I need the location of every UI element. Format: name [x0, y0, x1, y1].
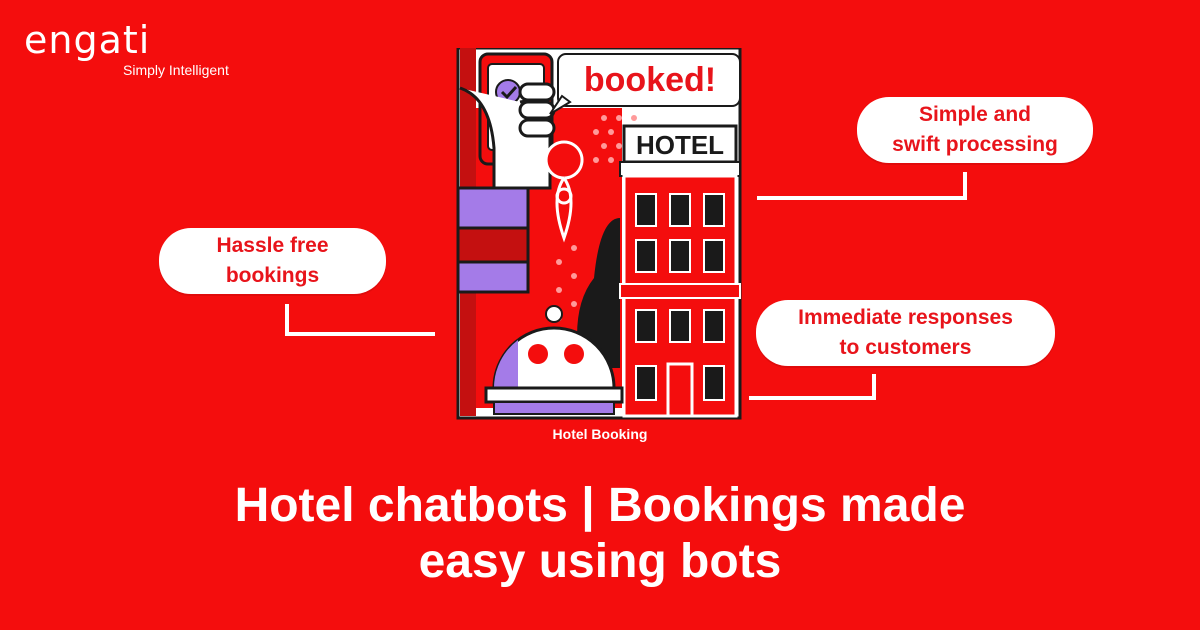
hotel-building-icon: HOTEL — [619, 124, 741, 418]
callout-hassle-free: Hassle free bookings — [159, 228, 386, 294]
brand-logo: engati Simply Intelligent — [24, 18, 264, 82]
callout-swift-text: Simple and swift processing — [892, 103, 1058, 156]
callout-immediate-responses: Immediate responses to customers — [756, 300, 1055, 366]
hand-with-phone-icon — [456, 52, 556, 294]
hotel-sign: HOTEL — [636, 130, 724, 160]
connector-swift-horizontal — [757, 196, 967, 200]
callout-swift-processing: Simple and swift processing — [857, 97, 1093, 163]
brand-name: engati — [24, 18, 151, 62]
robot-bell-icon — [484, 305, 624, 415]
tree-silhouette — [577, 218, 620, 368]
connector-hassle-horizontal — [285, 332, 435, 336]
booked-label: booked! — [584, 61, 716, 99]
connector-hassle-vertical — [285, 304, 289, 336]
hotel-booking-illustration: booked! HOTEL — [456, 48, 742, 420]
callout-hassle-text: Hassle free bookings — [216, 234, 329, 287]
connector-swift-vertical — [963, 172, 967, 200]
page-headline: Hotel chatbots | Bookings made easy usin… — [234, 479, 966, 588]
connector-immediate-vertical — [872, 374, 876, 400]
brand-tagline: Simply Intelligent — [123, 62, 229, 78]
connector-immediate-horizontal — [749, 396, 876, 400]
illustration-caption: Hotel Booking — [552, 426, 648, 442]
location-pin-icon — [544, 140, 584, 243]
callout-immediate-text: Immediate responses to customers — [798, 306, 1013, 359]
booked-speech-bubble: booked! — [549, 53, 741, 115]
